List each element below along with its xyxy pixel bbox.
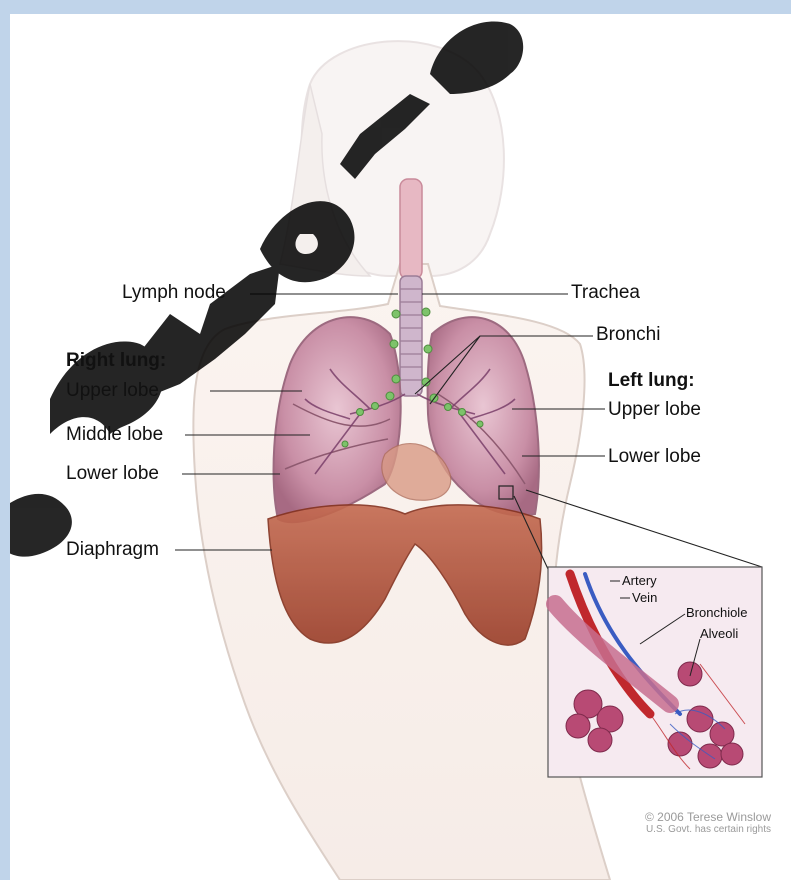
label-lymph-node: Lymph node (122, 283, 226, 302)
label-right-lung: Right lung: (66, 351, 166, 370)
credit-copyright: © 2006 Terese Winslow (645, 810, 771, 824)
diagram-frame: Lymph node Trachea Bronchi Right lung: U… (10, 14, 791, 880)
credit-rights: U.S. Govt. has certain rights (646, 824, 771, 835)
label-left-lower-lobe: Lower lobe (608, 447, 701, 466)
label-left-lung: Left lung: (608, 371, 695, 390)
trachea (400, 276, 422, 396)
label-artery: Artery (622, 574, 657, 587)
label-right-lower-lobe: Lower lobe (66, 464, 159, 483)
label-diaphragm: Diaphragm (66, 540, 159, 559)
label-right-upper-lobe: Upper lobe (66, 381, 159, 400)
label-trachea: Trachea (571, 283, 640, 302)
label-vein: Vein (632, 591, 657, 604)
label-left-upper-lobe: Upper lobe (608, 400, 701, 419)
larynx (400, 179, 422, 279)
label-bronchiole: Bronchiole (686, 606, 747, 619)
label-right-middle-lobe: Middle lobe (66, 425, 163, 444)
label-bronchi: Bronchi (596, 325, 660, 344)
label-alveoli: Alveoli (700, 627, 738, 640)
